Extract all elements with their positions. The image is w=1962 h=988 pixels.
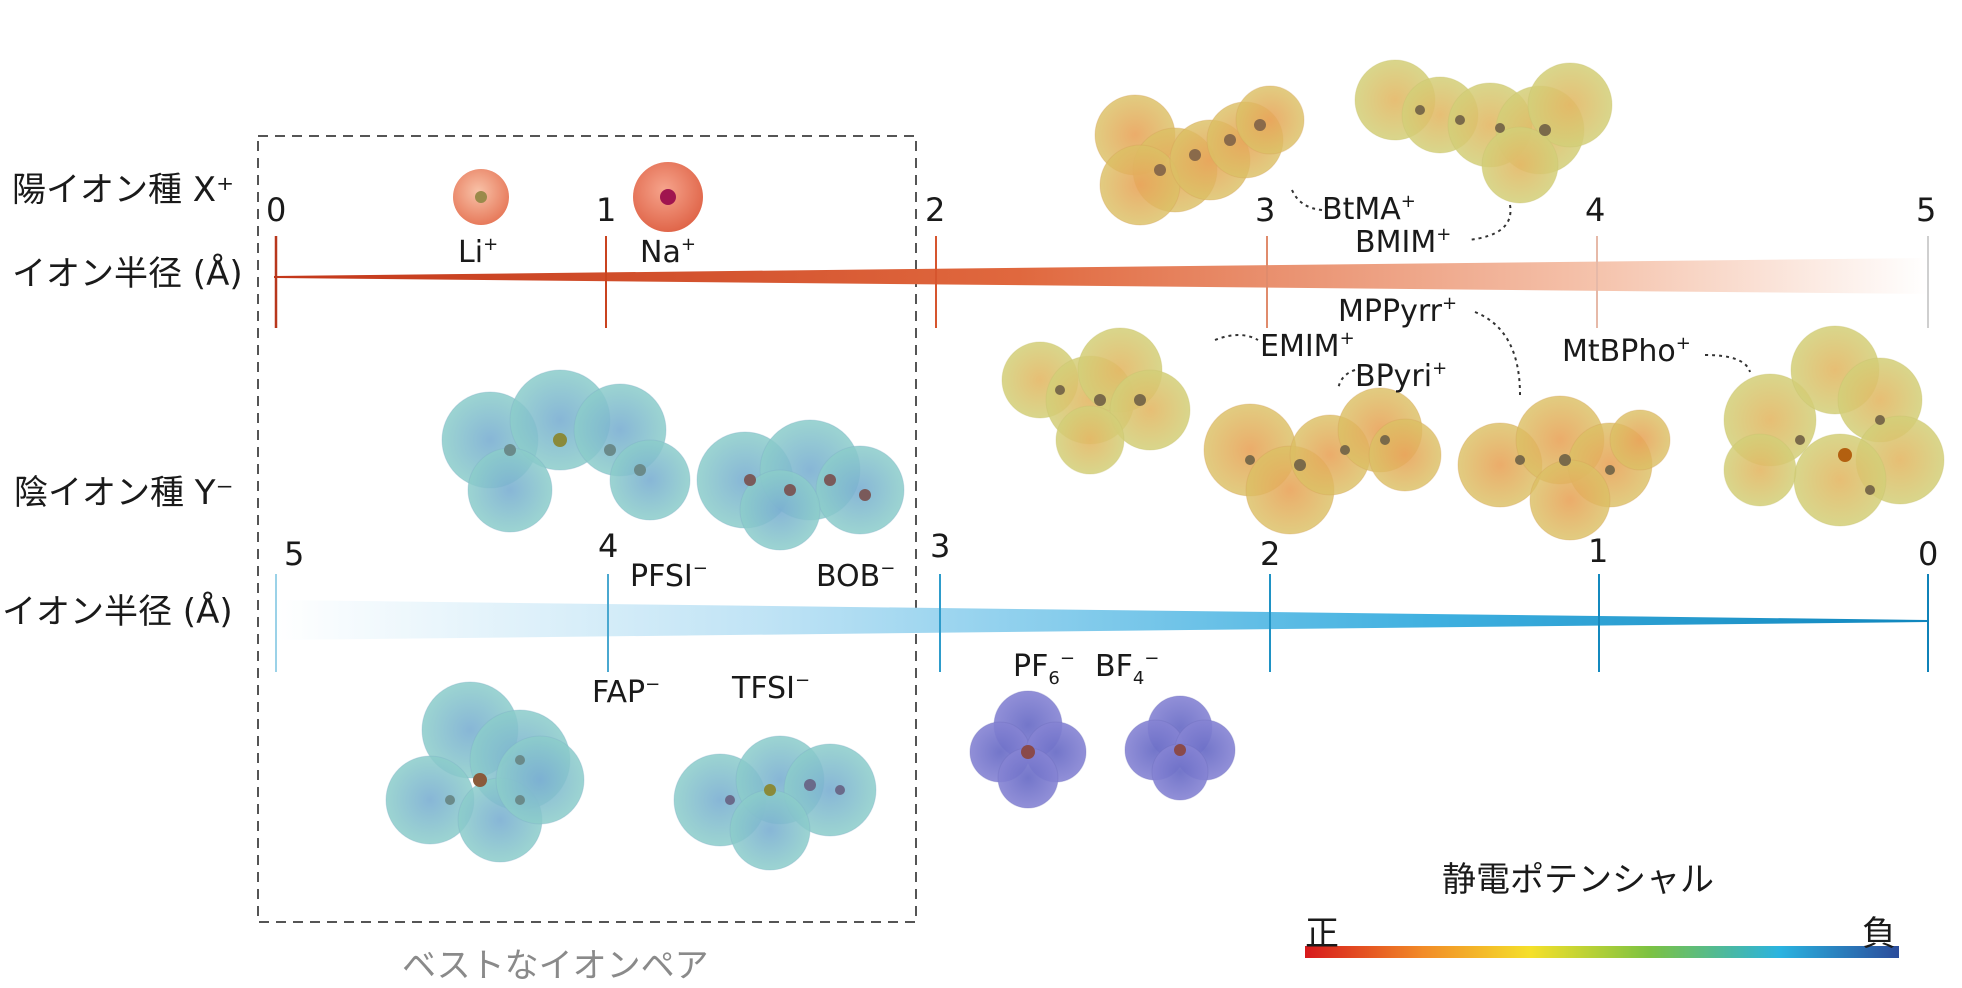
cation-tick-2: 2 [925, 191, 946, 229]
anion-tick-2: 2 [1260, 535, 1281, 573]
li-label: Li+ [458, 234, 499, 270]
bf4-molecule [1124, 695, 1236, 801]
anion-axis-wedge [274, 600, 1928, 640]
cation-tick-5: 5 [1916, 191, 1937, 229]
cation-tick-3: 3 [1255, 191, 1276, 229]
na-ion-sphere [633, 162, 703, 232]
fap-label: FAP− [592, 674, 661, 710]
emim-label: EMIM+ [1260, 328, 1355, 364]
anion-ticks [275, 574, 1929, 672]
bpyri-molecule [1203, 387, 1442, 535]
leader-lines [1214, 189, 1751, 396]
anion-tick-1: 1 [1588, 532, 1609, 570]
anion-tick-4: 4 [598, 527, 619, 565]
bob-molecule [696, 419, 905, 551]
mppyrr-molecule [1457, 395, 1671, 541]
btma-molecule [1094, 85, 1305, 226]
cation-axis-label: イオン半径 (Å) [12, 254, 243, 294]
mtbpho-molecule [1723, 325, 1945, 527]
legend-title: 静電ポテンシャル [1442, 860, 1714, 900]
anion-axis-label: イオン半径 (Å) [2, 592, 233, 632]
bpyri-label: BPyri+ [1355, 358, 1448, 394]
li-ion-sphere [453, 169, 509, 225]
cation-tick-1: 1 [596, 191, 617, 229]
bmim-molecule [1354, 59, 1613, 204]
best-pair-box [257, 135, 917, 923]
best-pair-caption: ベストなイオンペア [402, 946, 709, 986]
pf6-label: PF6− [1013, 648, 1075, 689]
btma-label: BtMA+ [1322, 191, 1416, 227]
legend-colorbar [1305, 946, 1899, 958]
cation-ticks [274, 236, 1929, 328]
mppyrr-label: MPPyrr+ [1338, 293, 1458, 329]
legend-negative: 負 [1862, 914, 1896, 954]
anion-tick-5: 5 [284, 535, 305, 573]
bf4-label: BF4− [1095, 648, 1160, 689]
anion-row-label: 陰イオン種 Y⁻ [14, 473, 234, 513]
pfsi-molecule [441, 369, 691, 533]
cation-tick-0: 0 [266, 191, 287, 229]
pf6-molecule [969, 690, 1087, 809]
tfsi-molecule [673, 735, 877, 871]
cation-axis-wedge [274, 258, 1928, 294]
emim-molecule [1001, 327, 1191, 475]
pfsi-label: PFSI− [630, 558, 708, 594]
legend-positive: 正 [1305, 914, 1339, 954]
mtbpho-label: MtBPho+ [1562, 333, 1691, 369]
cation-row-label: 陽イオン種 X⁺ [12, 170, 235, 210]
na-label: Na+ [640, 234, 696, 270]
bmim-label: BMIM+ [1355, 224, 1452, 260]
tfsi-label: TFSI− [732, 670, 811, 706]
anion-tick-3: 3 [930, 527, 951, 565]
cation-tick-4: 4 [1585, 191, 1606, 229]
fap-molecule [385, 681, 585, 863]
bob-label: BOB− [816, 558, 896, 594]
anion-tick-0: 0 [1918, 535, 1939, 573]
